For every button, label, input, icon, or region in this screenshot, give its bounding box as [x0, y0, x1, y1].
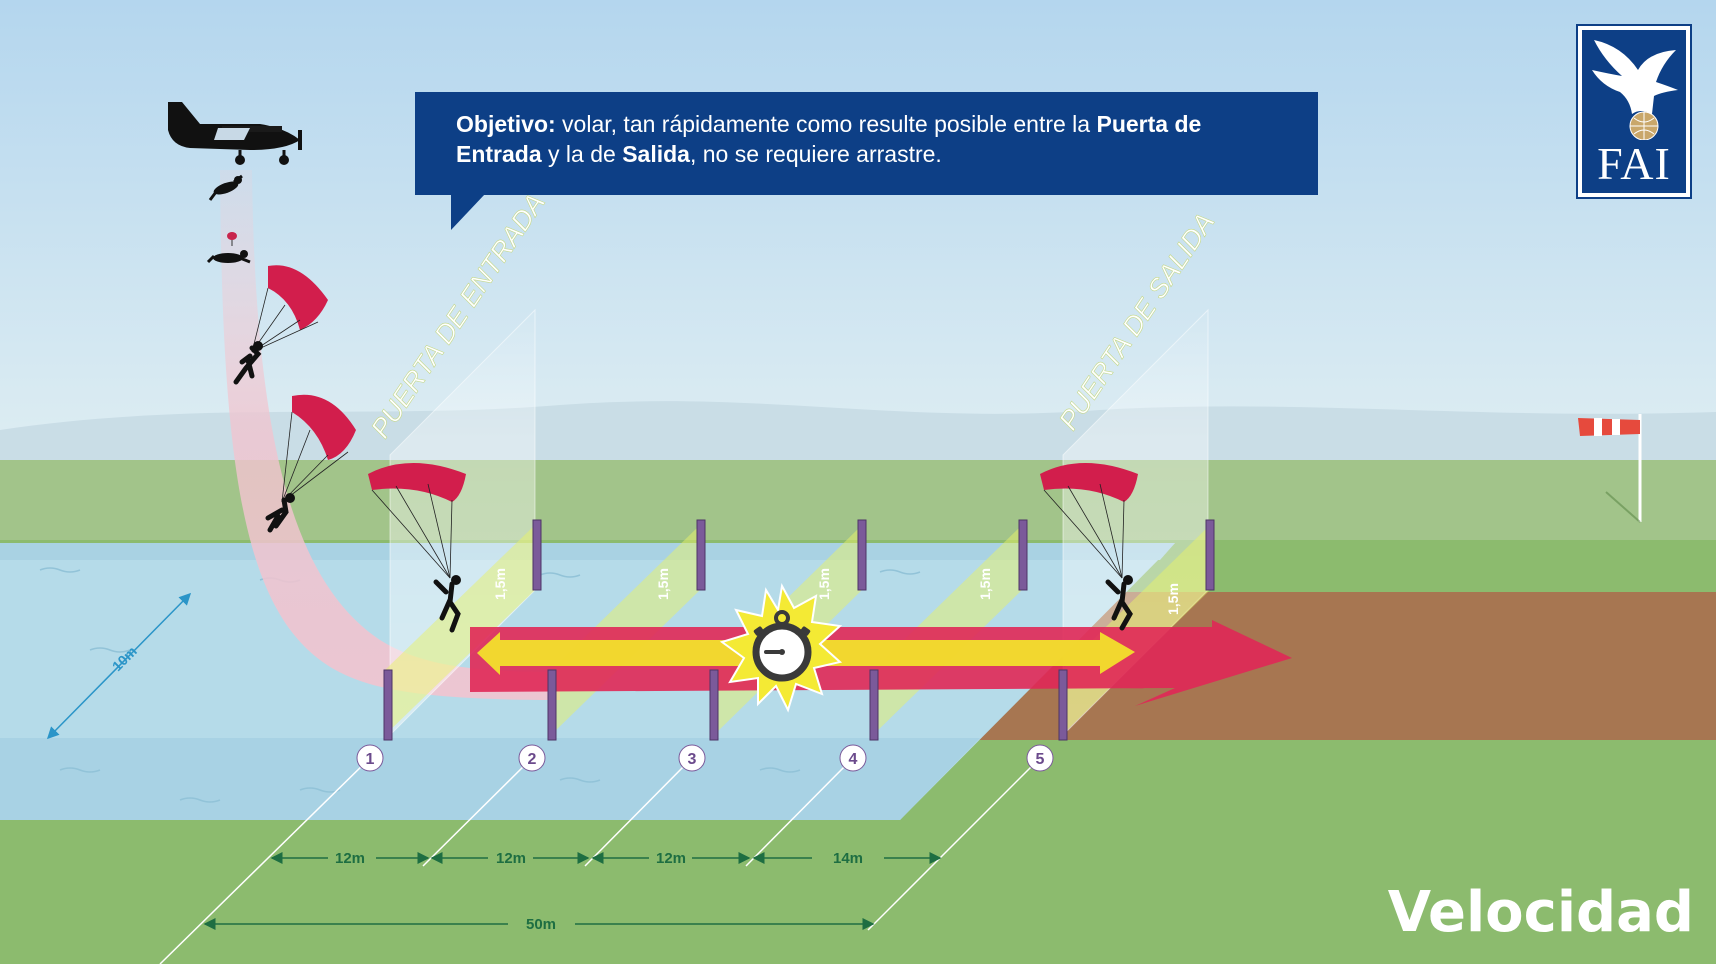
freefall-skydiver-2: [206, 232, 251, 264]
segment-label-2: 12m: [496, 850, 526, 867]
gate-markers: 1 2 3 4 5: [356, 744, 1054, 772]
sky: [0, 0, 1716, 470]
water-near: [0, 738, 980, 820]
eagle-icon: [1592, 40, 1678, 140]
height-labels: 1,5m 1,5m 1,5m 1,5m 1,5m: [492, 568, 1181, 615]
dimension-lines: [159, 757, 1041, 964]
height-label-5: 1,5m: [1165, 583, 1181, 615]
svg-text:4: 4: [849, 751, 858, 768]
svg-text:3: 3: [688, 751, 697, 768]
height-label-2: 1,5m: [655, 568, 671, 600]
svg-text:5: 5: [1036, 751, 1045, 768]
svg-text:2: 2: [528, 751, 537, 768]
segment-label-1: 12m: [335, 850, 365, 867]
segment-label-4: 14m: [833, 850, 863, 867]
fai-logo: FAI: [1576, 24, 1692, 199]
segment-label-3: 12m: [656, 850, 686, 867]
height-label-3: 1,5m: [816, 568, 832, 600]
canopy-pilot-3: [368, 463, 466, 633]
objective-callout: Objetivo: volar, tan rápidamente como re…: [415, 92, 1318, 195]
height-label-4: 1,5m: [977, 568, 993, 600]
canopy-pilot-4: [1040, 463, 1138, 631]
canopy-pilot-1: [233, 265, 328, 385]
objective-text-2: y la de: [541, 141, 623, 167]
windsock-icon: [1578, 414, 1642, 523]
callout-tail: [451, 194, 485, 230]
canopy-pilot-2: [265, 394, 356, 533]
svg-text:1: 1: [366, 751, 375, 768]
objective-text-3: , no se requiere arrastre.: [689, 141, 942, 167]
freefall-skydiver-1: [208, 174, 243, 201]
objective-text-1: volar, tan rápidamente como resulte posi…: [555, 111, 1097, 137]
fai-logo-panel: FAI: [1582, 30, 1686, 193]
plane-icon: [168, 102, 302, 165]
segment-labels: 12m 12m 12m 14m 50m: [335, 850, 863, 933]
marker-1: 1: [356, 744, 384, 772]
discipline-title: Velocidad: [1387, 880, 1694, 945]
total-length-label: 50m: [526, 916, 556, 933]
marker-5: 5: [1026, 744, 1054, 772]
objective-bold-3: Salida: [622, 141, 690, 167]
width-arrow: [46, 592, 192, 740]
objective-bold-1: Objetivo:: [456, 111, 556, 137]
marker-4: 4: [839, 744, 867, 772]
descent-trail: [220, 170, 560, 700]
stopwatch-icon: [719, 582, 843, 713]
fai-logo-text: FAI: [1597, 138, 1671, 189]
marker-2: 2: [518, 744, 546, 772]
segment-arrows: [203, 852, 942, 930]
gate-posts: [383, 519, 1215, 741]
marker-3: 3: [678, 744, 706, 772]
height-label-1: 1,5m: [492, 568, 508, 600]
objective-bold-2: Puerta de Entrada: [456, 111, 1202, 167]
